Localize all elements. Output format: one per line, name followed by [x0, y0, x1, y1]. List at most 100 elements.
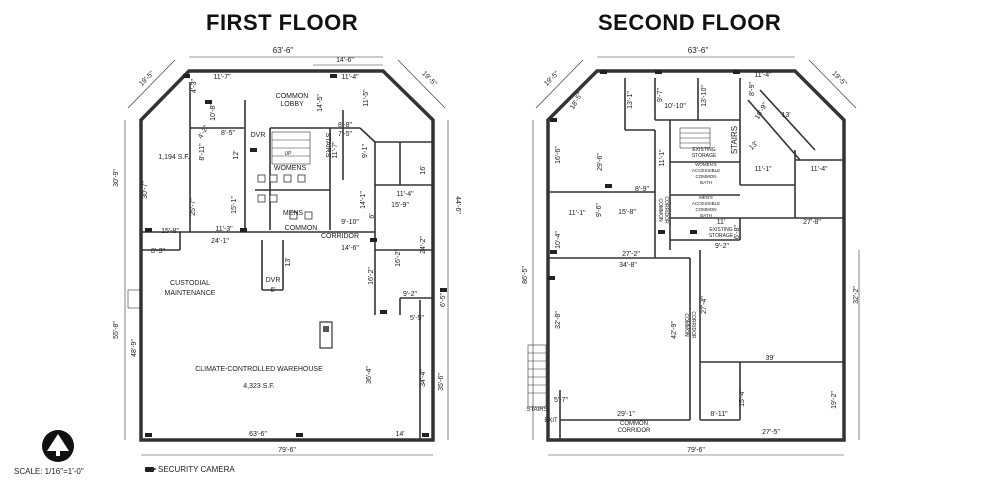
dimension-s-d27: 86'-5" [522, 266, 529, 284]
dimension-f-d20: 11'-4" [396, 191, 414, 198]
dimension-f-d16: 30'-7" [142, 181, 149, 199]
dimension-f-l1: 30'-9" [113, 169, 120, 187]
security-camera-icon [145, 467, 157, 472]
legend: SECURITY CAMERA [145, 465, 235, 474]
room-label-s-mb2: ACCESSIBLE [692, 201, 720, 206]
room-label-s-mb3: COMMON [696, 207, 717, 212]
dimension-s-d10: 16'-6" [555, 146, 562, 164]
scale-note: SCALE: 1/16"=1'-0" [14, 467, 84, 476]
dimension-f-d3: 4'-3" [191, 79, 198, 93]
dimension-f-d27: 14'-6" [341, 245, 359, 252]
dimension-f-d15: 16' [420, 165, 427, 174]
room-label-s-wb1: WOMEN'S [695, 162, 717, 167]
dimension-f-d25: 11'-3" [215, 226, 233, 233]
room-label-s-stairs2: STAIRS [526, 407, 547, 413]
room-label-s-es2: STORAGE [709, 233, 734, 239]
room-label-f-dvr1: DVR [251, 132, 266, 139]
room-label-f-stairs: STAIRS [324, 133, 331, 158]
room-label-f-mens: MENS [283, 210, 304, 217]
dimension-s-d16: 8'-9" [635, 186, 649, 193]
second-floor-exterior-wall [546, 69, 846, 442]
room-label-s-cc1: COMMON [657, 198, 663, 222]
room-label-s-cc3: COMMON [683, 313, 689, 337]
dimension-s-d36: 29'-1" [617, 411, 635, 418]
room-label-f-cust2: MAINTENANCE [165, 290, 216, 297]
dimension-f-d8: 11'-5" [363, 89, 370, 107]
room-label-s-mb4: BATH [700, 213, 712, 218]
first-floor-plan [124, 56, 449, 456]
second-floor-plan [527, 56, 860, 456]
dimension-s-d5: 11'-4" [754, 72, 772, 79]
dimension-f-top2: 14'-6" [336, 57, 354, 64]
room-label-s-wb2: ACCESSIBLE [692, 168, 720, 173]
dimension-f-d18: 15'-1" [231, 196, 238, 214]
dimension-s-d26: 34'-8" [619, 262, 637, 269]
room-label-s-cc6: CORRIDOR [618, 428, 651, 434]
room-label-f-up: UP [285, 151, 293, 157]
dimension-f-l3: 48'-9" [131, 339, 138, 357]
room-label-s-es1: EXISTING [709, 227, 732, 233]
dimension-s-diag-r: 19'-5" [830, 70, 848, 88]
room-label-f-sf1: 1,194 S.F. [158, 154, 190, 161]
dimension-f-d34: 9'-2" [403, 291, 417, 298]
room-label-s-exst1: EXISTING [692, 147, 715, 153]
dimension-s-d11: 29'-6" [597, 153, 604, 171]
dimension-f-d1: 11'-7" [213, 74, 231, 81]
dimension-f-d28: 8'-3" [151, 248, 165, 255]
room-label-f-cust1: CUSTODIAL [170, 280, 210, 287]
dimension-s-d7: 10'-9" [754, 101, 769, 120]
second-floor-security-cameras [548, 70, 740, 280]
dimension-f-b2: 79'-6" [278, 447, 296, 454]
dimension-f-d6: 8'-5" [221, 130, 235, 137]
dimension-f-d14: 9'-1" [362, 144, 369, 158]
room-label-f-dvr2: DVR [266, 277, 281, 284]
room-label-f-corr1: COMMON [285, 225, 318, 232]
dimension-s-d23: 10'-4" [555, 231, 562, 249]
dimension-s-d3: 13'-1" [627, 91, 634, 109]
room-label-f-wh1: CLIMATE-CONTROLLED WAREHOUSE [195, 366, 323, 373]
dimension-s-d33: 15'-4" [739, 389, 746, 407]
dimension-s-d19: 11'-1" [568, 210, 586, 217]
dimension-f-b1: 63'-6" [249, 431, 267, 438]
plan-text-layer: 63'-6"14'-6"19'-5"19'-5"30'-9"44'-6"55'-… [113, 46, 860, 454]
dimension-s-d22: 27'-8" [803, 219, 821, 226]
dimension-s-d12: 13' [748, 140, 759, 151]
dimension-s-d9: 10'-10" [664, 103, 686, 110]
dimension-s-d13: 11'-1" [659, 149, 666, 167]
dimension-s-d38: 27'-5" [762, 429, 780, 436]
dimension-f-d4: 10'-8" [210, 103, 217, 121]
dimension-f-d37: 36'-4" [366, 366, 373, 384]
dimension-f-d26: 24'-1" [211, 238, 229, 245]
first-floor-exterior-wall [139, 69, 435, 442]
north-arrow-icon [42, 430, 74, 462]
dimension-f-d10: 7'-5" [338, 131, 352, 138]
dimension-f-d13: 11'-7" [332, 141, 339, 159]
dimension-f-diag-l: 19'-5" [138, 70, 156, 88]
dimension-s-d6: 8'-9" [749, 82, 756, 96]
dimension-f-d33: 6' [270, 287, 275, 294]
room-label-s-cc5: COMMON [620, 421, 648, 427]
room-label-s-exit: EXIT [544, 418, 558, 424]
room-label-f-corr2: CORRIDOR [321, 233, 359, 240]
dimension-s-d14: 11'-1" [754, 166, 772, 173]
second-floor-title: SECOND FLOOR [598, 10, 782, 35]
dimension-s-d20: 11' [717, 219, 726, 226]
room-label-f-wh2: 4,323 S.F. [243, 383, 275, 390]
dimension-s-d28: 32'-2" [853, 286, 860, 304]
dimension-s-d2: 9'-7" [657, 88, 664, 102]
dimension-f-d17: 25'-7" [190, 198, 197, 216]
dimension-f-d21: 15'-9" [391, 202, 409, 209]
dimension-f-d7: 14'-5" [317, 94, 324, 112]
dimension-s-d8: 13' [781, 112, 790, 119]
dimension-f-top: 63'-6" [273, 46, 294, 55]
dimension-f-d30: 16'-2" [368, 267, 375, 285]
dimension-f-d2: 11'-4" [341, 74, 359, 81]
dimension-f-l2: 55'-8" [113, 321, 120, 339]
dimension-s-d39: 79'-6" [687, 447, 705, 454]
dimension-f-d5: 4'-2" [197, 124, 210, 140]
dimension-s-d34: 19'-2" [831, 391, 838, 409]
dimension-f-d24: 15'-8" [161, 228, 179, 235]
room-label-s-exst2: STORAGE [692, 153, 717, 159]
